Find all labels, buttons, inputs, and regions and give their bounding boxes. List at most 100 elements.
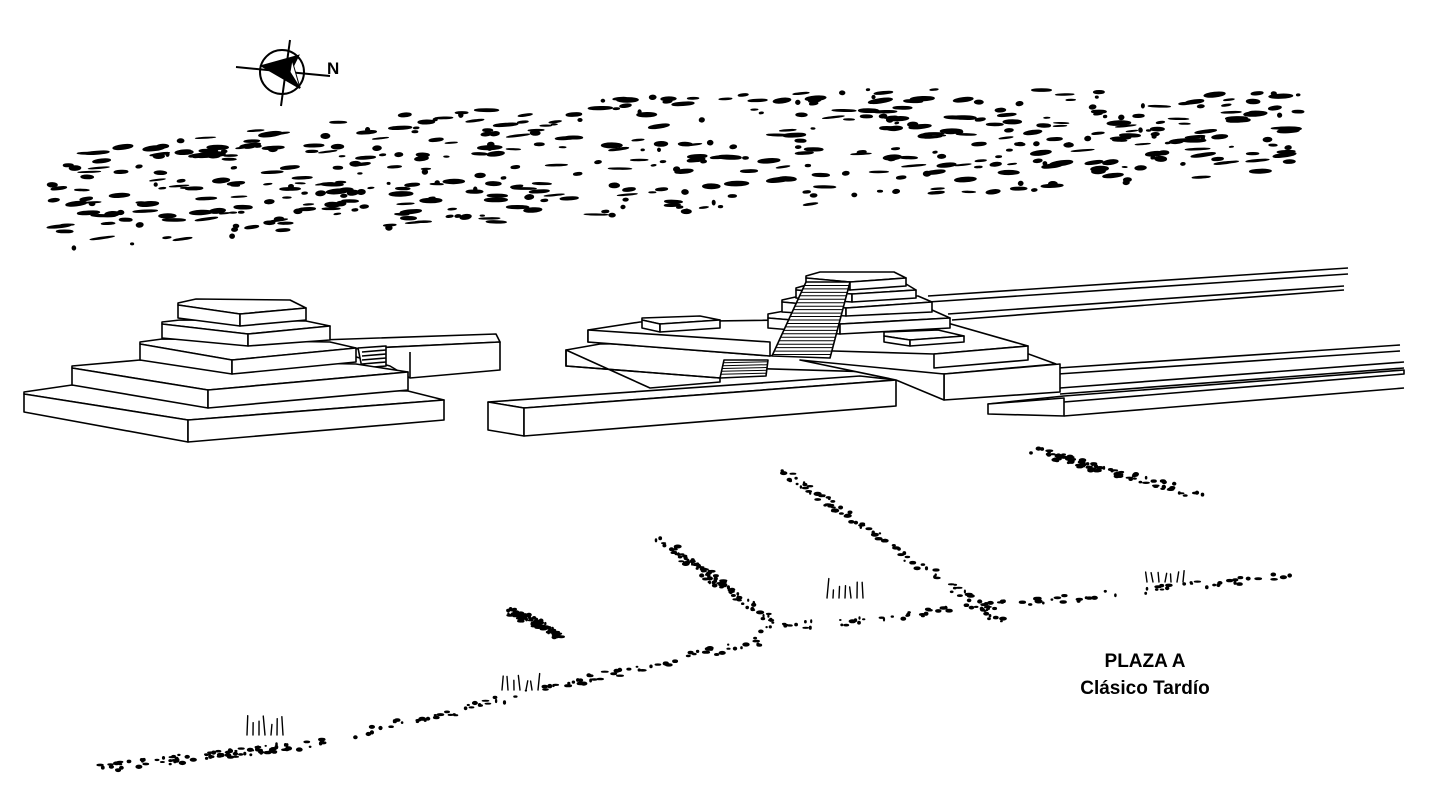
ground-mark <box>1107 468 1114 471</box>
foliage-mark <box>516 120 529 124</box>
ground-mark <box>987 600 994 605</box>
ground-mark <box>670 551 678 555</box>
foliage-mark <box>1190 152 1216 158</box>
foliage-mark <box>894 121 900 125</box>
grass-tuft <box>262 715 266 736</box>
foliage-mark <box>544 163 568 167</box>
foliage-mark <box>84 150 110 155</box>
foliage-mark <box>795 112 808 118</box>
ground-mark <box>695 567 699 570</box>
foliage-mark <box>486 193 508 198</box>
foliage-mark <box>355 155 377 160</box>
ground-mark <box>1182 582 1187 586</box>
ground-mark <box>1047 449 1051 454</box>
foliage-mark <box>46 182 58 188</box>
foliage-mark <box>802 202 819 206</box>
foliage-mark <box>1102 159 1119 166</box>
ground-mark <box>1165 586 1170 591</box>
ground-mark <box>673 544 682 549</box>
foliage-mark <box>698 117 705 123</box>
ground-mark <box>814 498 822 501</box>
foliage-mark <box>608 182 620 189</box>
ground-mark <box>525 617 528 622</box>
foliage-mark <box>505 133 531 138</box>
foliage-mark <box>1084 159 1104 166</box>
ground-mark <box>858 616 861 620</box>
ground-mark <box>809 490 812 495</box>
foliage-mark <box>1118 114 1125 121</box>
foliage-mark <box>223 154 238 157</box>
ground-mark <box>184 754 190 759</box>
ground-mark <box>275 742 278 747</box>
ground-mark <box>843 514 851 518</box>
foliage-mark <box>1213 160 1235 165</box>
ground-mark <box>1069 456 1075 459</box>
foliage-mark <box>795 99 801 106</box>
foliage-mark <box>631 138 645 142</box>
foliage-mark <box>228 211 238 214</box>
ground-mark <box>589 678 592 683</box>
ground-mark <box>718 650 726 655</box>
ground-mark <box>1065 457 1070 461</box>
ground-mark <box>810 619 813 624</box>
foliage-mark <box>1245 98 1261 105</box>
ground-mark <box>142 762 150 766</box>
foliage-mark <box>1149 126 1165 132</box>
foliage-mark <box>233 204 253 210</box>
lower-stair-steps <box>720 361 768 375</box>
foliage-mark <box>1250 91 1264 96</box>
foliage-mark <box>230 195 248 198</box>
foliage-mark <box>1102 114 1108 119</box>
foliage-mark <box>1004 128 1014 133</box>
ground-mark <box>924 566 929 571</box>
foliage-mark <box>1196 104 1205 109</box>
foliage-mark <box>195 196 218 201</box>
foliage-mark <box>907 121 919 128</box>
foliage-mark <box>172 236 193 242</box>
foliage-mark <box>465 189 484 194</box>
ground-mark <box>999 616 1007 621</box>
grass-tuft <box>1176 571 1180 583</box>
foliage-mark <box>367 186 375 190</box>
ground-mark <box>556 632 563 635</box>
grass-tuft <box>506 675 509 691</box>
ground-mark <box>920 563 926 566</box>
foliage-mark <box>612 96 628 101</box>
foliage-mark <box>543 193 565 197</box>
ground-mark <box>477 704 483 707</box>
ground-mark <box>270 747 277 751</box>
foliage-mark <box>1023 129 1043 136</box>
ground-mark <box>1050 598 1054 601</box>
stair-steps <box>773 285 850 355</box>
ground-mark <box>728 590 734 594</box>
foliage-mark <box>1049 159 1074 167</box>
foliage-mark <box>395 186 411 191</box>
foliage-mark <box>955 133 977 136</box>
foliage-mark <box>550 123 558 126</box>
foliage-mark <box>943 115 970 120</box>
foliage-mark <box>1154 155 1168 162</box>
foliage-mark <box>653 140 669 147</box>
ground-mark <box>736 592 740 596</box>
ground-mark <box>862 618 866 621</box>
ground-mark <box>1270 578 1278 581</box>
ground-mark <box>902 551 907 556</box>
ground-mark <box>751 602 757 607</box>
ground-mark <box>924 607 932 611</box>
foliage-mark <box>577 117 583 123</box>
grass-tuft <box>525 680 529 691</box>
ground-mark <box>1245 576 1251 581</box>
ground-mark <box>691 652 697 656</box>
foliage-mark <box>1147 104 1172 108</box>
grass-tuft <box>537 672 541 691</box>
ground-mark <box>168 759 173 763</box>
ground-mark <box>1232 578 1239 582</box>
foliage-mark <box>985 122 1004 127</box>
foliage-mark <box>909 95 935 102</box>
foliage-mark <box>1052 124 1068 127</box>
foliage-mark <box>194 136 217 140</box>
foliage-mark <box>809 193 818 198</box>
ground-mark <box>173 761 177 764</box>
ground-mark <box>96 763 104 767</box>
ground-mark <box>799 485 803 489</box>
